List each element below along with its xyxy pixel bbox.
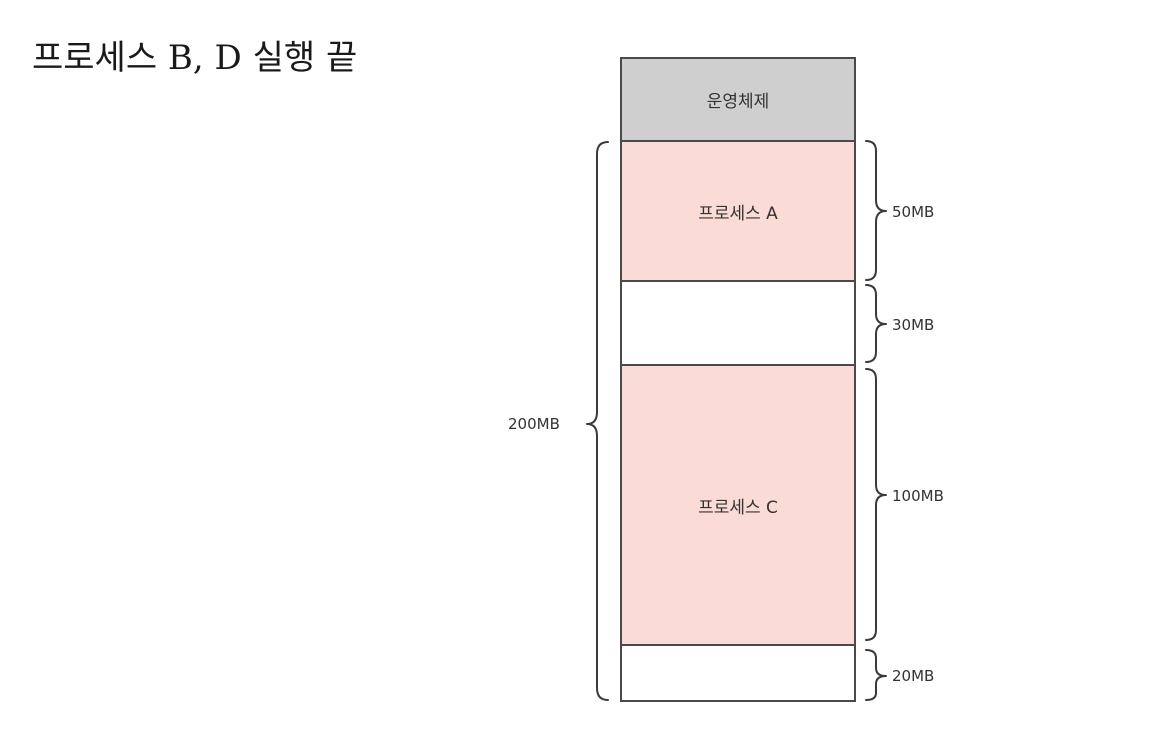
brace-c <box>865 368 887 641</box>
process-a-block: 프로세스 A <box>620 140 856 282</box>
process-c-block: 프로세스 C <box>620 364 856 646</box>
page-title: 프로세스 B, D 실행 끝 <box>32 38 358 78</box>
brace-total <box>586 141 609 701</box>
size-label-a: 50MB <box>892 203 935 221</box>
size-label-c: 100MB <box>892 487 944 505</box>
brace-free2 <box>865 649 887 701</box>
free-block-20mb <box>620 644 856 702</box>
process-c-label: 프로세스 C <box>698 497 778 518</box>
free-block-30mb <box>620 280 856 366</box>
process-a-label: 프로세스 A <box>698 203 778 224</box>
memory-diagram: 운영체제 프로세스 A 프로세스 C <box>620 57 856 702</box>
os-label: 운영체제 <box>706 92 770 112</box>
brace-free1 <box>865 284 887 363</box>
os-block: 운영체제 <box>620 57 856 142</box>
size-label-free2: 20MB <box>892 667 935 685</box>
size-label-free1: 30MB <box>892 316 935 334</box>
size-label-total: 200MB <box>508 415 560 433</box>
brace-a <box>865 140 887 281</box>
